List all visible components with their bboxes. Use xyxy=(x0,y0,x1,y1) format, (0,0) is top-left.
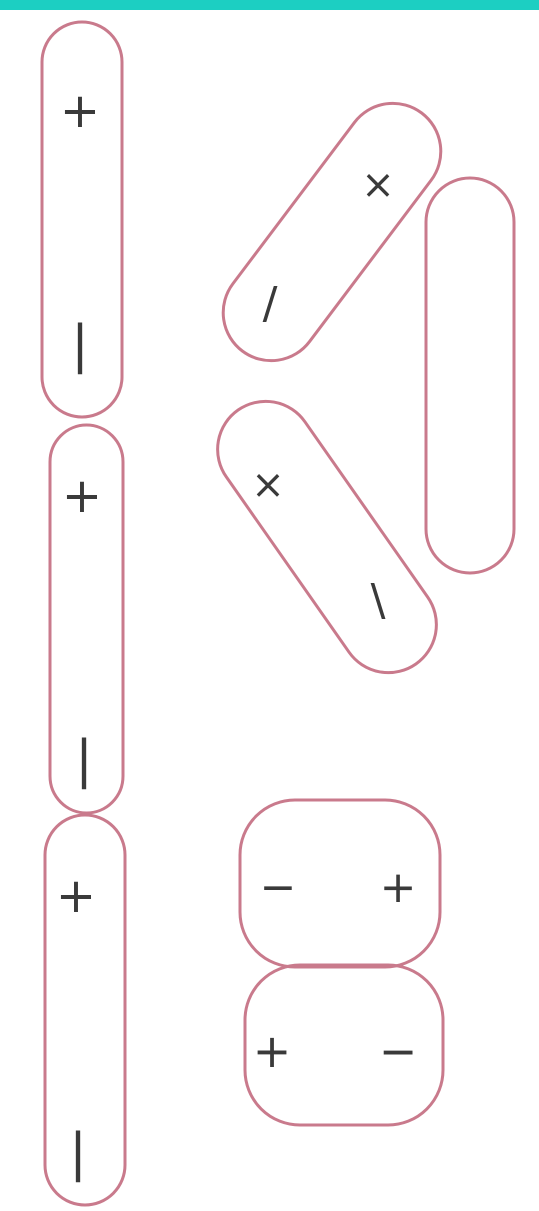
chain-group: + | + | + | xyxy=(42,22,125,1205)
chain-capsule-2-bottom-sign: | xyxy=(75,730,93,790)
pair-capsule-top-left-sign: − xyxy=(260,862,297,913)
chain-capsule-3-bottom-sign: | xyxy=(69,1123,87,1183)
triangle-capsule-upper xyxy=(204,84,460,380)
chain-capsule-1-bottom-sign: | xyxy=(71,315,89,375)
triangle-capsule-lower-cross-sign: × xyxy=(251,462,285,508)
chain-capsule-2-top-sign: + xyxy=(62,468,102,524)
chain-capsule-1-top-sign: + xyxy=(60,83,100,139)
chain-capsule-3-top-sign: + xyxy=(56,868,96,924)
triangle-capsule-lower xyxy=(199,382,455,691)
pair-capsule-bottom-right-sign: − xyxy=(379,1024,418,1078)
pair-capsule-top-right-sign: + xyxy=(380,862,417,913)
triangle-capsule-upper-dash-sign: / xyxy=(263,278,278,329)
triangle-capsule-lower-dash-sign: \ xyxy=(371,575,386,626)
pair-group: − + + − xyxy=(240,800,443,1125)
triangle-group: × / × \ xyxy=(199,84,514,691)
triangle-capsule-vertical xyxy=(426,178,514,573)
pair-capsule-bottom-left-sign: + xyxy=(253,1024,292,1078)
triangle-capsule-upper-cross-sign: × xyxy=(361,162,395,208)
